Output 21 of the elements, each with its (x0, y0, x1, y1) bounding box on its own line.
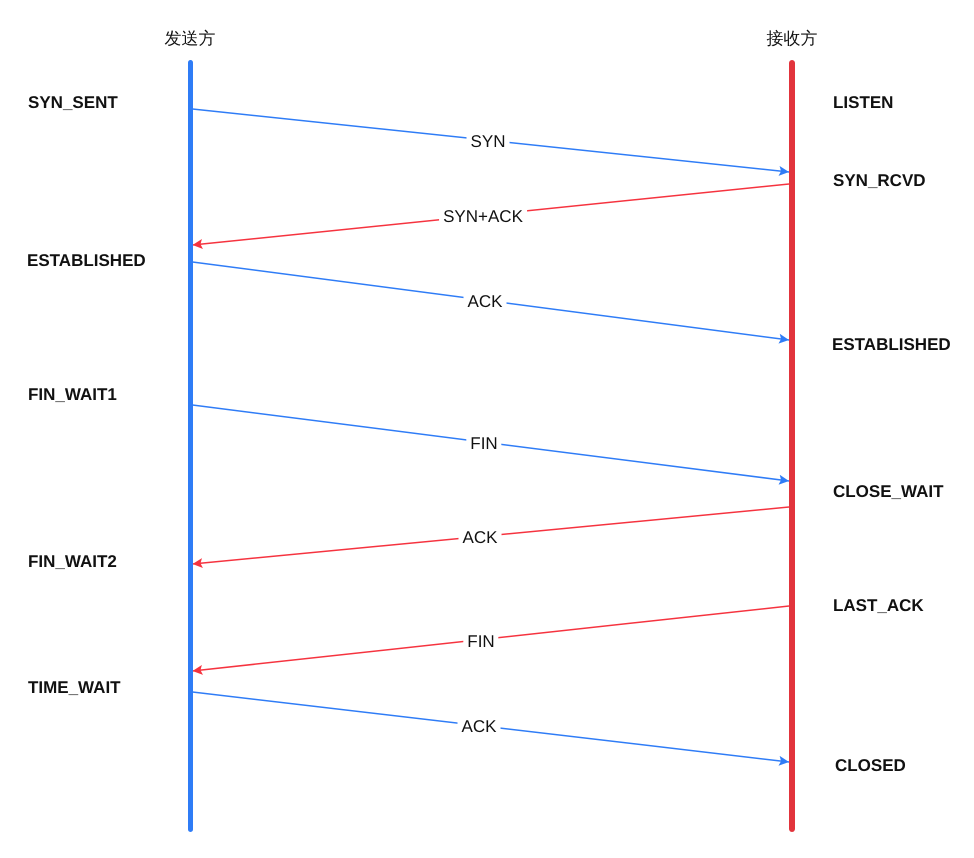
state-label: LAST_ACK (833, 596, 924, 616)
arrow (192, 605, 790, 675)
lifeline-label: 接收方 (766, 28, 818, 50)
arrow (192, 261, 790, 344)
lifeline-label: 发送方 (164, 28, 216, 50)
state-label: SYN_SENT (28, 93, 118, 113)
state-label: FIN_WAIT1 (28, 385, 117, 405)
state-label: CLOSE_WAIT (833, 482, 944, 502)
state-label: SYN_RCVD (833, 171, 926, 191)
lifeline (188, 60, 192, 832)
state-label: TIME_WAIT (28, 678, 121, 698)
arrow (192, 691, 790, 766)
state-label: LISTEN (833, 93, 894, 113)
arrow (192, 506, 790, 568)
state-label: ESTABLISHED (832, 335, 951, 355)
state-label: ESTABLISHED (27, 251, 146, 271)
arrow (192, 108, 790, 176)
arrow (192, 404, 790, 485)
state-label: FIN_WAIT2 (28, 552, 117, 572)
state-label: CLOSED (835, 756, 906, 776)
lifeline (789, 60, 795, 832)
